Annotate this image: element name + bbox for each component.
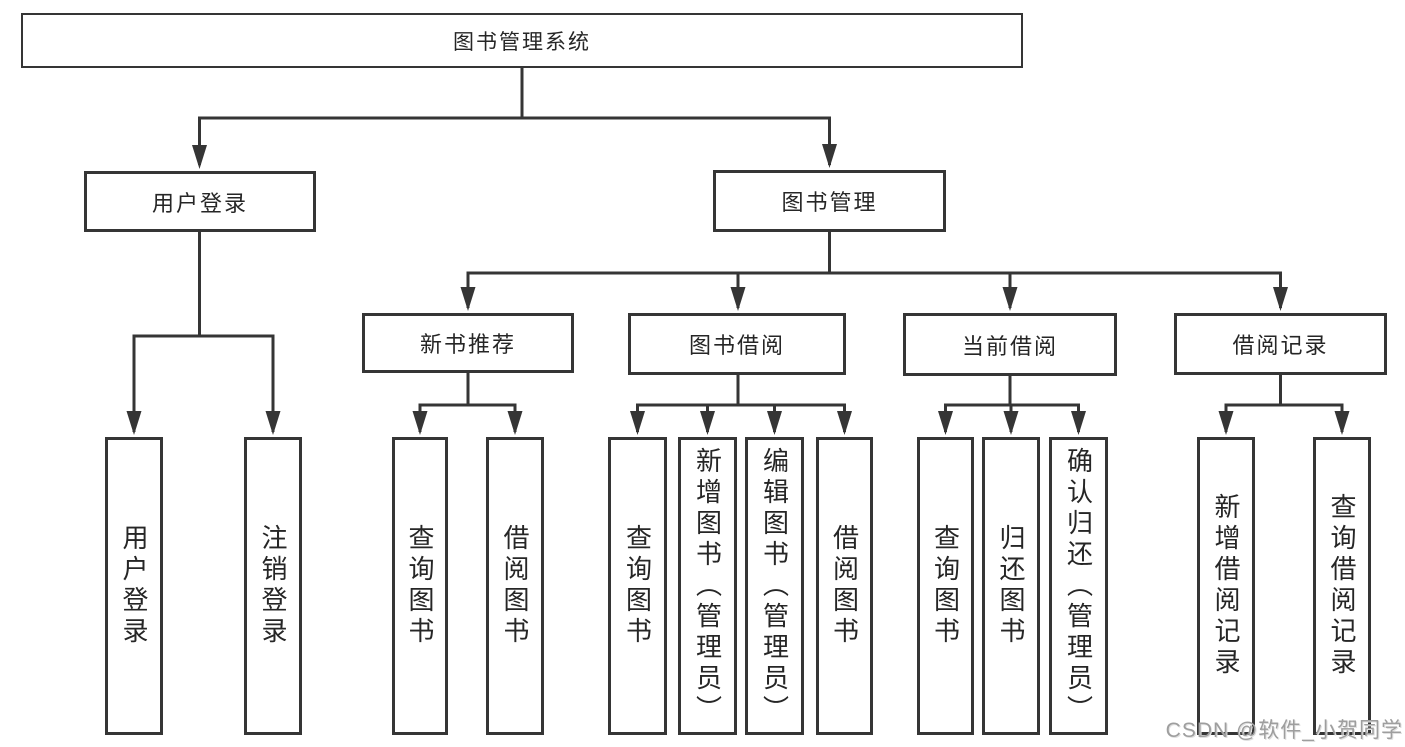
node-user-login-leaf: 用户登录 — [105, 437, 163, 735]
leaf-label: 注销登录 — [258, 524, 288, 648]
node-current-borrowing: 当前借阅 — [903, 313, 1117, 376]
node-add-books-admin: 新增图书（管理员） — [678, 437, 737, 735]
node-edit-books-admin: 编辑图书（管理员） — [745, 437, 804, 735]
arrow-down-icon — [1273, 287, 1288, 311]
arrow-down-icon — [630, 411, 645, 435]
node-logout: 注销登录 — [244, 437, 302, 735]
node-book-borrowing: 图书借阅 — [628, 313, 846, 375]
node-borrowing-records: 借阅记录 — [1174, 313, 1387, 375]
arrow-down-icon — [1003, 411, 1019, 435]
node-query-borrow-record: 查询借阅记录 — [1313, 437, 1371, 735]
node-return-books: 归还图书 — [982, 437, 1040, 735]
arrow-down-icon — [192, 145, 207, 169]
arrow-down-icon — [767, 411, 782, 435]
node-add-borrow-record: 新增借阅记录 — [1197, 437, 1255, 735]
arrow-down-icon — [1002, 287, 1018, 311]
arrow-down-icon — [126, 411, 142, 435]
node-library-management-system: 图书管理系统 — [21, 13, 1023, 68]
leaf-label: 归还图书 — [996, 524, 1026, 648]
arrow-down-icon — [822, 144, 837, 168]
arrow-down-icon — [265, 411, 281, 435]
leaf-label: 确认归还（管理员） — [1063, 446, 1094, 726]
node-borrow-books: 借阅图书 — [816, 437, 873, 735]
leaf-label: 借阅图书 — [829, 524, 860, 648]
csdn-watermark: CSDN @软件_小贺同学 — [1165, 719, 1403, 742]
arrow-down-icon — [1071, 411, 1086, 435]
node-confirm-return-admin: 确认归还（管理员） — [1049, 437, 1108, 735]
node-query-books-borrowing: 查询图书 — [608, 437, 667, 735]
node-user-login: 用户登录 — [84, 171, 316, 232]
leaf-label: 查询图书 — [405, 524, 435, 648]
arrow-down-icon — [700, 411, 715, 435]
leaf-label: 查询借阅记录 — [1327, 493, 1357, 679]
node-query-books-current: 查询图书 — [917, 437, 974, 735]
arrow-down-icon — [460, 287, 476, 311]
arrow-down-icon — [837, 411, 852, 435]
arrow-down-icon — [1334, 411, 1350, 435]
arrow-down-icon — [412, 411, 428, 435]
arrow-down-icon — [730, 287, 746, 311]
node-borrow-books-recommend: 借阅图书 — [486, 437, 544, 735]
arrow-down-icon — [1218, 411, 1234, 435]
leaf-label: 新增图书（管理员） — [692, 446, 723, 726]
leaf-label: 新增借阅记录 — [1211, 493, 1241, 679]
leaf-label: 用户登录 — [119, 524, 149, 648]
arrow-down-icon — [507, 411, 523, 435]
arrow-down-icon — [938, 411, 953, 435]
leaf-label: 查询图书 — [622, 524, 653, 648]
leaf-label: 查询图书 — [930, 524, 961, 648]
node-new-book-recommendation: 新书推荐 — [362, 313, 574, 373]
leaf-label: 编辑图书（管理员） — [759, 446, 790, 726]
node-query-books-recommend: 查询图书 — [392, 437, 448, 735]
node-book-management: 图书管理 — [713, 170, 946, 232]
leaf-label: 借阅图书 — [500, 524, 530, 648]
